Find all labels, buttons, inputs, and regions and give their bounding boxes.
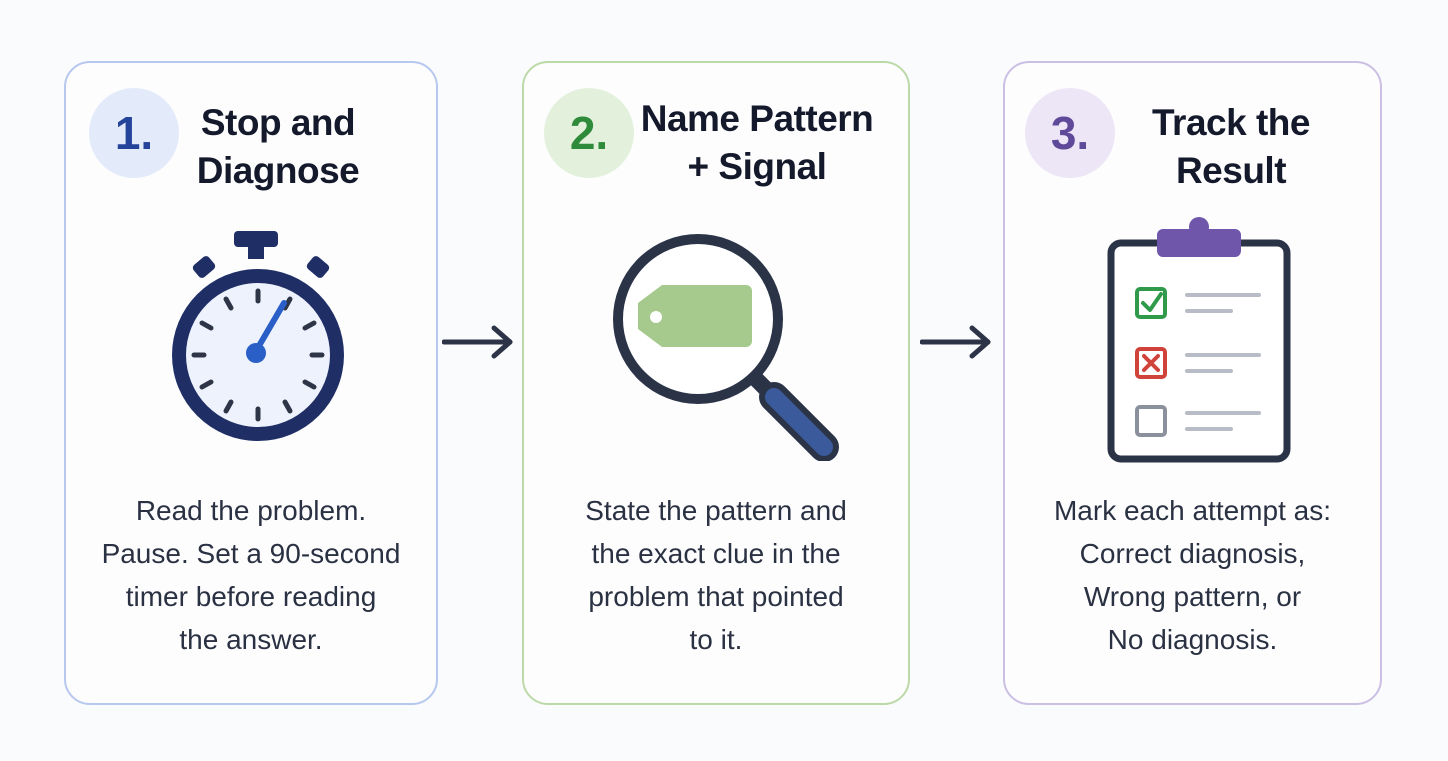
step-description: Mark each attempt as: Correct diagnosis,… [1053, 495, 1331, 655]
step-description: State the pattern and the exact clue in … [585, 495, 847, 655]
step-title: Track the Result [1152, 102, 1310, 191]
arrow-right-icon [442, 325, 513, 359]
step-card-2: 2. Name Pattern + Signal State the patte… [522, 61, 910, 705]
stopwatch-icon [172, 231, 344, 441]
step-number-badge: 3. [1025, 88, 1115, 178]
step-card-1: 1. Stop and Diagnose Read the problem. [64, 61, 438, 705]
step-card-3: 3. Track the Result Mark each attempt as… [1003, 61, 1382, 705]
step-title: Stop and Diagnose [196, 102, 360, 191]
step-title: Name Pattern + Signal [640, 98, 874, 187]
step-description: Read the problem. Pause. Set a 90-second… [101, 495, 401, 655]
arrow-right-icon [920, 325, 991, 359]
clipboard-checklist-icon [1107, 217, 1291, 463]
magnifying-glass-tag-icon [613, 234, 839, 461]
step-number-badge: 2. [544, 88, 634, 178]
step-number-badge: 1. [89, 88, 179, 178]
